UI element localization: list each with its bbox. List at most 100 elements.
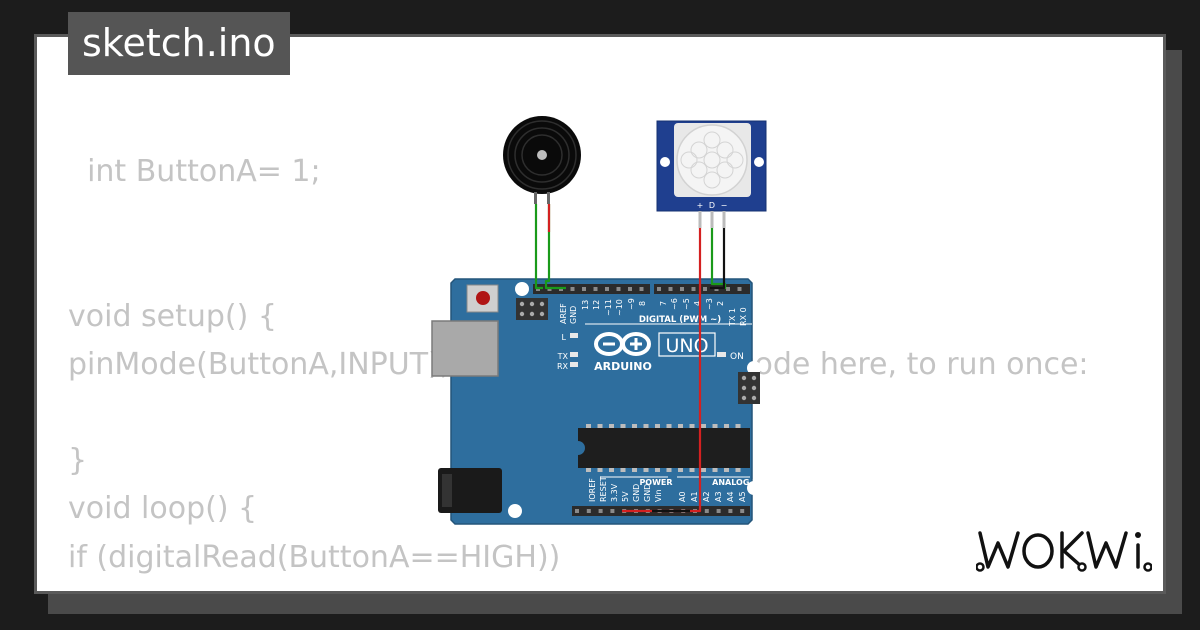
power-jack	[438, 468, 502, 513]
code-line: int ButtonA= 1;	[68, 154, 321, 189]
wire-black	[710, 228, 726, 290]
led-rx	[570, 362, 578, 367]
pin-hole	[740, 509, 745, 513]
arduino-infinity-icon	[594, 332, 651, 356]
piezo-buzzer[interactable]	[503, 116, 581, 204]
chip-pin	[597, 468, 603, 472]
pin-hole	[586, 509, 591, 513]
digital-pin-header[interactable]	[533, 284, 750, 294]
atmega-chip	[578, 428, 750, 468]
led-label-on: ON	[730, 352, 744, 362]
pin-label: ~11	[604, 299, 613, 316]
pin-hole	[657, 287, 661, 291]
pin-hole	[691, 287, 696, 291]
wire-red	[622, 228, 702, 513]
pin-label: A4	[726, 491, 735, 502]
pin-label: 8	[638, 301, 647, 306]
chip-pin	[643, 424, 649, 428]
mounting-hole	[508, 504, 522, 518]
icsp-header	[738, 372, 760, 404]
pin-hole	[680, 287, 684, 291]
pin-hole	[605, 287, 609, 291]
icsp-header	[516, 298, 548, 320]
pin-label: RESET	[599, 476, 608, 502]
pin-hole	[639, 287, 644, 291]
chip-pin	[632, 468, 637, 472]
pin-label: 13	[581, 300, 590, 310]
pin-hole	[610, 509, 615, 513]
pin-hole	[737, 287, 742, 291]
led-label-tx: TX	[557, 352, 569, 361]
mounting-hole	[747, 361, 761, 375]
wires	[534, 204, 727, 513]
pin-label: A0	[678, 491, 687, 502]
chip-pin	[735, 424, 741, 428]
chip-pin	[689, 468, 695, 472]
power-header-label: POWER	[639, 478, 672, 487]
pin-label: Vin	[654, 489, 663, 502]
pin-label: 5V	[621, 491, 630, 502]
pin-label: 4	[693, 301, 702, 306]
pin-label: 3.3V	[610, 483, 619, 502]
chip-pin	[701, 424, 706, 428]
chip-pin	[701, 468, 706, 472]
chip-pin	[597, 424, 603, 428]
chip-pin	[678, 424, 683, 428]
chip-pin	[712, 424, 718, 428]
pin-hole	[582, 287, 586, 291]
pin-hole	[726, 287, 730, 291]
pin-label: A3	[714, 491, 723, 502]
pin-hole	[668, 287, 673, 291]
usb-connector	[431, 320, 499, 377]
pin-label: GND	[632, 484, 641, 502]
pin-hole	[716, 509, 721, 513]
arduino-uno-board[interactable]: AREF GND 13 12 ~11 ~10 ~9 8 7 ~6 ~5 4 ~3…	[431, 278, 762, 525]
pin-hole	[728, 509, 733, 513]
code-line: if (digitalRead(ButtonA==HIGH))	[68, 539, 561, 575]
pin-label: A5	[738, 491, 747, 502]
project-title[interactable]: sketch.ino	[68, 12, 290, 75]
code-line: void loop() {	[68, 491, 258, 527]
code-line: {	[68, 582, 1128, 592]
pin-label: ~3	[705, 298, 714, 310]
pir-motion-sensor[interactable]: + D −	[656, 120, 767, 228]
wire-green	[544, 204, 566, 290]
pin-label: RX 0	[739, 307, 748, 326]
pin-hole	[598, 509, 603, 513]
chip-pin	[678, 468, 683, 472]
chip-pin	[620, 468, 626, 472]
reset-button[interactable]	[466, 284, 499, 313]
pin-label: ~6	[670, 298, 679, 310]
chip-pin	[666, 424, 672, 428]
pin-hole	[616, 287, 621, 291]
led-on	[717, 352, 726, 357]
chip-pin	[655, 468, 660, 472]
pin-hole	[575, 509, 579, 513]
pin-label: A1	[690, 491, 699, 502]
chip-pin	[724, 468, 729, 472]
wire-green	[534, 204, 543, 290]
chip-pin	[586, 424, 591, 428]
pir-pin-label: −	[721, 201, 728, 210]
arduino-infinity-glyphs	[603, 338, 642, 350]
pin-label: A2	[702, 491, 711, 502]
pin-hole	[570, 287, 575, 291]
board-brand: ARDUINO	[594, 360, 652, 373]
analog-header-label: ANALOG IN	[712, 478, 762, 487]
chip-pin	[712, 468, 718, 472]
pin-hole	[628, 287, 632, 291]
chip-pin	[609, 424, 614, 428]
pin-hole	[704, 509, 709, 513]
chip-pin	[735, 468, 741, 472]
chip-pin	[689, 424, 695, 428]
chip-pin	[666, 468, 672, 472]
pin-label: IOREF	[588, 478, 597, 502]
pin-label: 2	[716, 301, 725, 306]
pin-label: ~9	[627, 298, 636, 310]
chip-pin	[655, 424, 660, 428]
led-label-rx: RX	[557, 362, 569, 371]
pin-hole	[593, 287, 598, 291]
pin-label: TX 1	[728, 308, 737, 327]
chip-pin	[586, 468, 591, 472]
